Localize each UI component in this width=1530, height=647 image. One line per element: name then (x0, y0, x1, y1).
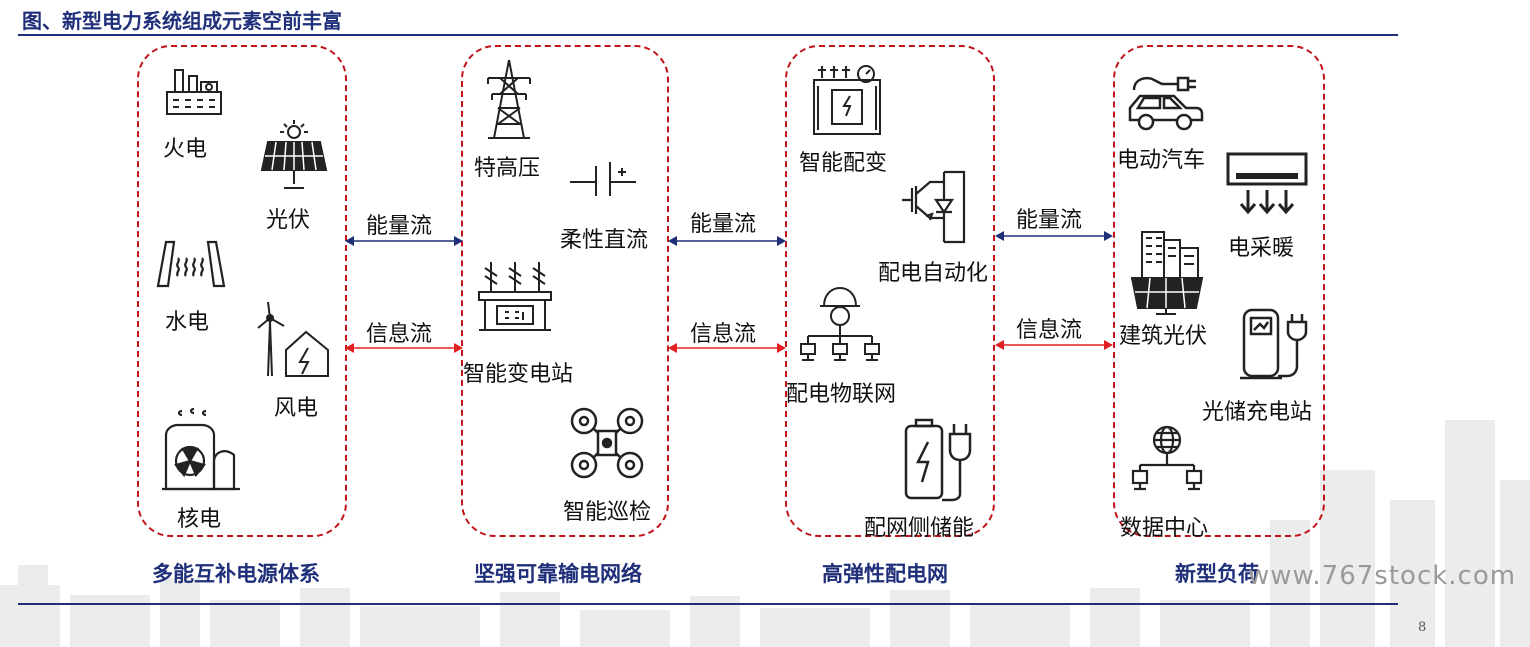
item-label-distribution-storage: 配网侧储能 (864, 516, 975, 541)
battery-storage-icon (904, 418, 972, 502)
item-label-smart-distribution-transformer: 智能配变 (799, 151, 888, 176)
flow-label-info-2: 信息流 (690, 322, 757, 347)
footer-divider (18, 603, 1398, 605)
flow-label-energy-3: 能量流 (1016, 208, 1083, 233)
item-label-electric-heating: 电采暖 (1228, 236, 1295, 261)
item-label-distribution-automation: 配电自动化 (878, 261, 989, 286)
wind-turbine-icon (257, 301, 329, 377)
info-flow-arrow-3 (995, 340, 1113, 350)
category-label-new-loads: 新型负荷 (1175, 562, 1259, 586)
item-label-smart-substation: 智能变电站 (463, 362, 574, 387)
thermal-power-plant-icon (166, 69, 222, 115)
category-label-transmission: 坚强可靠输电网络 (474, 562, 642, 586)
info-flow-arrow-2 (668, 343, 786, 353)
item-label-data-center: 数据中心 (1120, 516, 1209, 541)
inspection-drone-icon (570, 407, 644, 479)
energy-flow-arrow-2 (668, 236, 786, 246)
item-label-flexible-dc: 柔性直流 (560, 228, 649, 253)
charging-station-icon (1240, 308, 1308, 380)
watermark: www.767stock.com (1248, 561, 1517, 591)
flow-label-energy-2: 能量流 (690, 212, 757, 237)
category-label-power-sources: 多能互补电源体系 (152, 562, 320, 586)
item-label-building-pv: 建筑光伏 (1119, 324, 1208, 349)
category-label-distribution: 高弹性配电网 (822, 562, 948, 586)
group-box-new-loads (1113, 45, 1325, 537)
item-label-wind: 风电 (274, 396, 319, 421)
item-label-thermal: 火电 (163, 137, 208, 162)
title-divider (18, 34, 1398, 36)
figure-title: 图、新型电力系统组成元素空前丰富 (22, 9, 342, 33)
energy-flow-arrow-1 (345, 236, 463, 246)
solar-panel-icon (260, 120, 328, 189)
igbt-switch-icon (902, 170, 966, 244)
item-label-nuclear: 核电 (177, 507, 222, 532)
item-label-pv-storage-charging: 光储充电站 (1202, 400, 1313, 425)
dc-capacitor-icon (570, 162, 636, 196)
smart-transformer-icon (813, 65, 881, 135)
substation-icon (478, 262, 552, 331)
hydro-power-dam-icon (156, 240, 226, 288)
transmission-tower-icon (487, 59, 531, 139)
flow-label-info-3: 信息流 (1016, 318, 1083, 343)
group-box-transmission (461, 45, 669, 537)
item-label-distribution-iot: 配电物联网 (786, 382, 897, 407)
energy-flow-arrow-3 (995, 231, 1113, 241)
iot-network-icon (800, 286, 880, 361)
item-label-smart-inspection: 智能巡检 (563, 500, 652, 525)
electric-heater-icon (1226, 152, 1308, 215)
electric-vehicle-icon (1128, 76, 1204, 131)
data-center-icon (1131, 425, 1203, 491)
nuclear-plant-icon (162, 407, 240, 491)
info-flow-arrow-1 (345, 343, 463, 353)
item-label-solar: 光伏 (266, 208, 311, 233)
building-solar-icon (1130, 231, 1204, 315)
group-box-power-sources (137, 45, 347, 537)
group-box-distribution (785, 45, 995, 537)
item-label-uhv: 特高压 (474, 156, 541, 181)
item-label-hydro: 水电 (165, 310, 210, 335)
flow-label-energy-1: 能量流 (366, 214, 433, 239)
page-number: 8 (1418, 620, 1427, 635)
item-label-ev: 电动汽车 (1117, 148, 1206, 173)
flow-label-info-1: 信息流 (366, 322, 433, 347)
